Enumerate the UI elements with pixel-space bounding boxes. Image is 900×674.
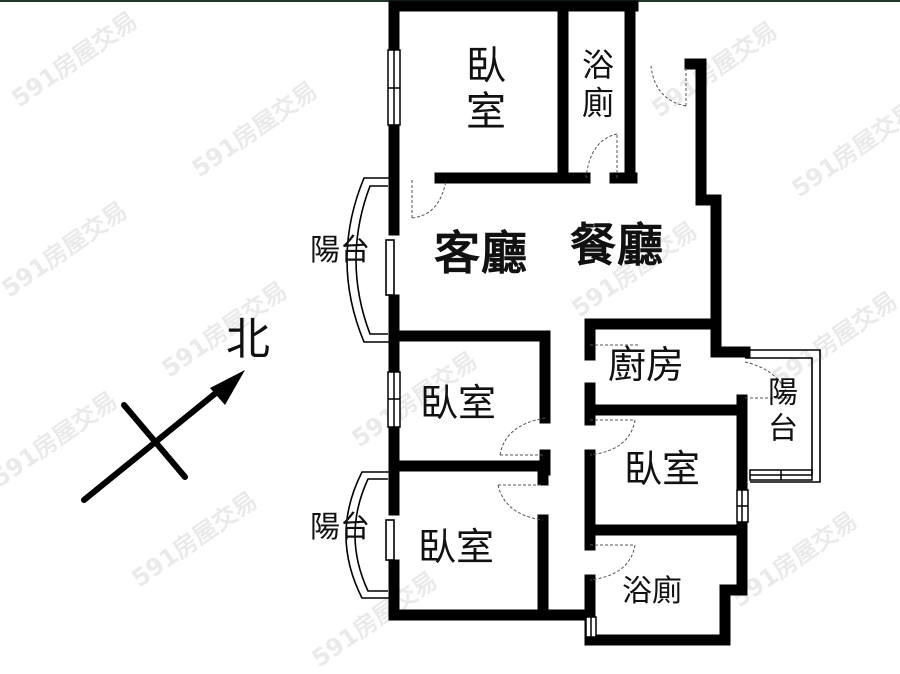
room-label-bathroom-top: 浴廁 <box>577 48 615 124</box>
walls <box>388 0 751 646</box>
room-label-bedroom-bottom-left: 臥室 <box>418 525 495 569</box>
room-label-bedroom-top: 臥室 <box>459 44 505 136</box>
room-label-living-room: 客廳 <box>434 226 528 280</box>
room-label-kitchen: 廚房 <box>608 343 685 387</box>
room-label-balcony-right: 陽台 <box>762 376 797 448</box>
room-label-balcony-left-bottom: 陽台 <box>310 510 370 545</box>
windows <box>387 49 813 638</box>
room-label-balcony-left-top: 陽台 <box>310 233 370 268</box>
room-label-bathroom-bottom: 浴廁 <box>622 574 682 609</box>
room-label-bedroom-right: 臥室 <box>624 447 701 491</box>
compass-north-label: 北 <box>226 314 270 365</box>
compass-arrow-icon <box>81 370 245 503</box>
room-label-bedroom-mid-left: 臥室 <box>420 381 497 425</box>
balconies <box>345 177 821 599</box>
room-label-dining-room: 餐廳 <box>570 218 664 272</box>
door-swings <box>411 65 791 581</box>
